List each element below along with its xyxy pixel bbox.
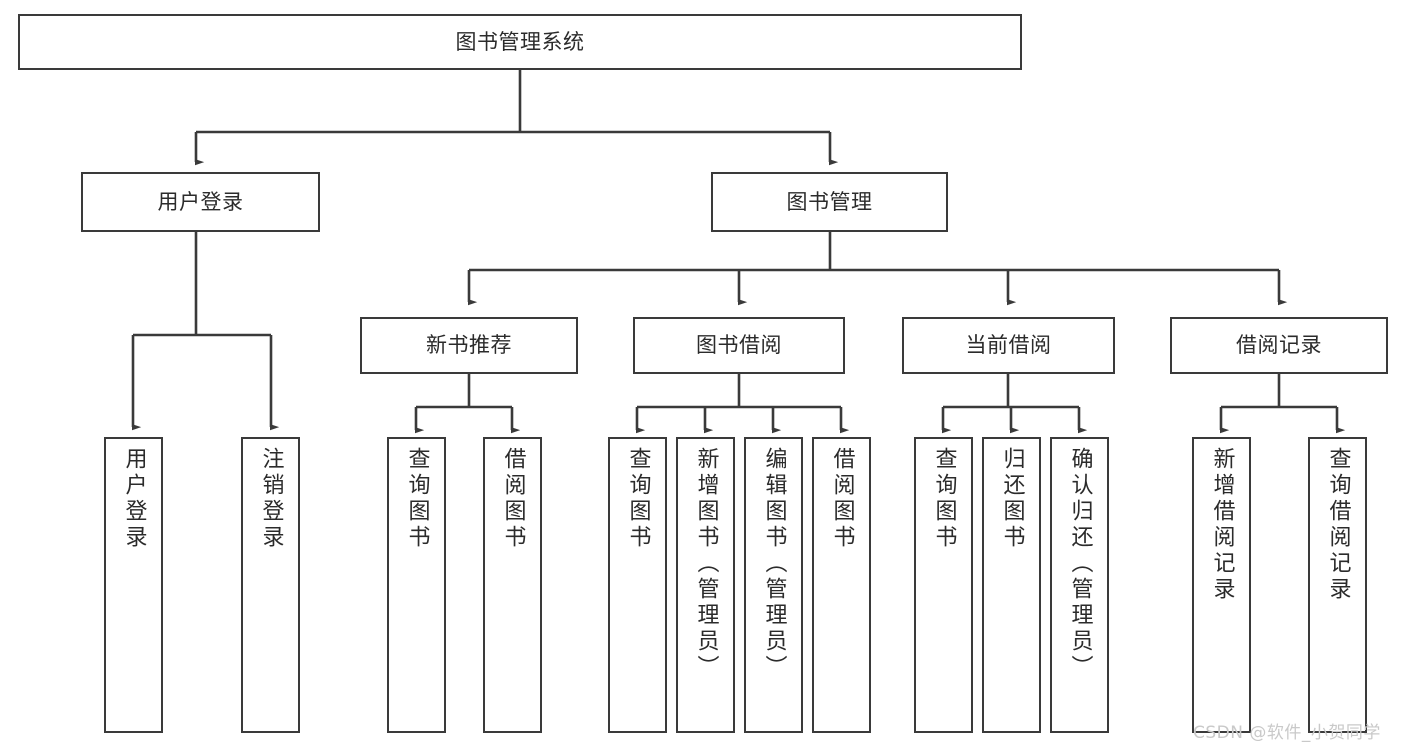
node-leaf-user-logout[interactable]: 注销登录	[241, 437, 300, 733]
node-borrow-record[interactable]: 借阅记录	[1170, 317, 1388, 374]
node-leaf-edit-book-label: 编辑图书（管理员）	[761, 447, 787, 681]
node-leaf-user-login[interactable]: 用户登录	[104, 437, 163, 733]
node-leaf-query-book-1-label: 查询图书	[404, 447, 430, 551]
node-leaf-add-record[interactable]: 新增借阅记录	[1192, 437, 1251, 733]
node-book-borrow-label: 图书借阅	[696, 333, 782, 358]
node-leaf-confirm-return[interactable]: 确认归还（管理员）	[1050, 437, 1109, 733]
node-leaf-user-login-label: 用户登录	[121, 447, 147, 551]
node-leaf-add-book-label: 新增图书（管理员）	[693, 447, 719, 681]
node-leaf-query-book-2[interactable]: 查询图书	[608, 437, 667, 733]
node-user-login[interactable]: 用户登录	[81, 172, 320, 232]
node-new-book-rec-label: 新书推荐	[426, 333, 512, 358]
node-user-login-label: 用户登录	[157, 189, 244, 214]
node-leaf-query-book-1[interactable]: 查询图书	[387, 437, 446, 733]
node-leaf-add-record-label: 新增借阅记录	[1209, 447, 1235, 603]
node-root[interactable]: 图书管理系统	[18, 14, 1022, 70]
node-leaf-user-logout-label: 注销登录	[258, 447, 284, 551]
node-leaf-return-book[interactable]: 归还图书	[982, 437, 1041, 733]
node-borrow-record-label: 借阅记录	[1236, 333, 1322, 358]
node-new-book-rec[interactable]: 新书推荐	[360, 317, 578, 374]
node-current-borrow[interactable]: 当前借阅	[902, 317, 1115, 374]
node-leaf-return-book-label: 归还图书	[999, 447, 1025, 551]
node-leaf-edit-book[interactable]: 编辑图书（管理员）	[744, 437, 803, 733]
node-leaf-query-book-3-label: 查询图书	[931, 447, 957, 551]
node-leaf-confirm-return-label: 确认归还（管理员）	[1067, 447, 1093, 681]
node-leaf-borrow-book-2-label: 借阅图书	[829, 447, 855, 551]
csdn-watermark: CSDN @软件_小贺同学	[1193, 723, 1381, 743]
node-root-label: 图书管理系统	[455, 29, 585, 54]
node-book-manage[interactable]: 图书管理	[711, 172, 948, 232]
node-leaf-query-book-2-label: 查询图书	[625, 447, 651, 551]
node-leaf-add-book[interactable]: 新增图书（管理员）	[676, 437, 735, 733]
node-book-manage-label: 图书管理	[786, 189, 873, 214]
node-leaf-query-book-3[interactable]: 查询图书	[914, 437, 973, 733]
node-leaf-borrow-book-1[interactable]: 借阅图书	[483, 437, 542, 733]
node-book-borrow[interactable]: 图书借阅	[633, 317, 845, 374]
node-leaf-borrow-book-2[interactable]: 借阅图书	[812, 437, 871, 733]
node-leaf-query-record-label: 查询借阅记录	[1325, 447, 1351, 603]
node-current-borrow-label: 当前借阅	[965, 333, 1052, 358]
node-leaf-query-record[interactable]: 查询借阅记录	[1308, 437, 1367, 733]
node-leaf-borrow-book-1-label: 借阅图书	[500, 447, 526, 551]
